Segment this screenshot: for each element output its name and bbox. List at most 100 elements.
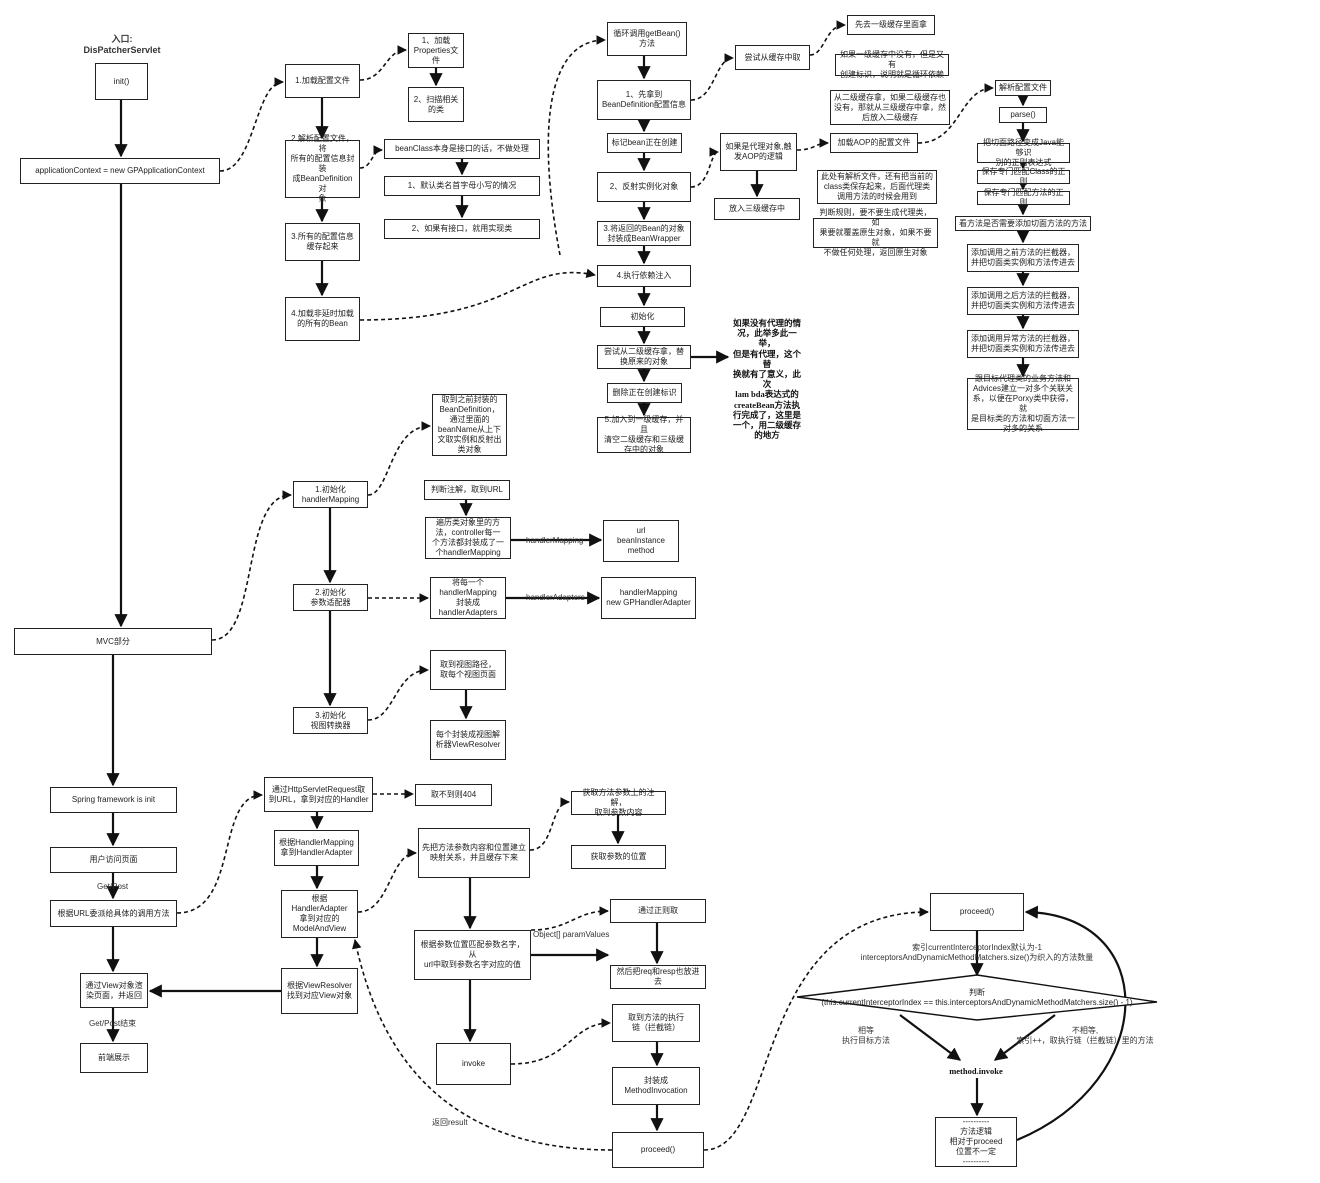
node-get-param-pos: 获取参数的位置 bbox=[571, 845, 666, 869]
node-wrap-vr: 每个封装成视图解 析器ViewResolver bbox=[430, 720, 506, 760]
solid-connector bbox=[899, 1014, 962, 1061]
not-equal-branch-label: 不相等, 索引++，取执行链（拦截链）里的方法 bbox=[1016, 1026, 1154, 1045]
param-values-label: Object[] paramValues bbox=[533, 930, 610, 939]
dashed-connector bbox=[917, 83, 994, 144]
node-beanclass: beanClass本身是接口的话，不做处理 bbox=[384, 139, 540, 159]
node-default-name: 1、默认类名首字母小写的情况 bbox=[384, 176, 540, 196]
node-save-method: 保存专门匹配方法的正则 bbox=[977, 188, 1070, 207]
node-get-view: 根据ViewResolver 找到对应View对象 bbox=[281, 968, 358, 1014]
node-loop-getbean: 循环调用getBean() 方法 bbox=[607, 22, 687, 56]
node-after-int: 添加调用之后方法的拦截器， 并把切面类实例和方法传进去 bbox=[967, 287, 1079, 315]
node-dispatch-url: 根据URL委派给具体的调用方法 bbox=[50, 900, 177, 927]
node-mark-creating: 标记bean正在创建 bbox=[607, 133, 682, 153]
node-appctx: applicationContext = new GPApplicationCo… bbox=[20, 158, 220, 184]
node-load-props: 1、加载 Properties文 件 bbox=[408, 33, 464, 68]
dashed-connector bbox=[703, 907, 929, 1151]
node-iter-methods: 遍历类对象里的方 法，controller每一 个方法都封装成了一 个handl… bbox=[425, 517, 511, 559]
node-load-aop: 加载AOP的配置文件 bbox=[830, 133, 918, 153]
node-user-visit: 用户访问页面 bbox=[50, 847, 177, 873]
node-second-cache: 从二级缓存拿，如果二级缓存也 没有，那就从三级缓存中拿，然 后放入二级缓存 bbox=[830, 90, 950, 125]
node-ha-box: handlerMapping new GPHandlerAdapter bbox=[601, 577, 696, 619]
node-iface-name: 2、如果有接口，就用实现类 bbox=[384, 219, 540, 239]
dashed-connector bbox=[690, 53, 734, 101]
node-try-second: 尝试从二级缓存拿，替 换原来的对象 bbox=[597, 345, 691, 369]
node-put-first: 5.加入到一级缓存，并且 清空二级缓存和三级缓 存中的对象 bbox=[597, 415, 691, 454]
get-post-end-label: Get/Post结束 bbox=[89, 1019, 137, 1028]
dashed-connector bbox=[547, 35, 606, 256]
node-no-first: 如果一级缓存中没有，但是又有 创建标识，说明就是循环依赖 bbox=[835, 50, 949, 79]
dashed-connector bbox=[211, 490, 292, 641]
node-put-req: 然后把req和resp也放进去 bbox=[610, 965, 706, 989]
dashed-connector bbox=[352, 939, 613, 1151]
node-url-box: url beanInstance method bbox=[603, 520, 679, 562]
interceptor-index-note: 索引currentInterceptorIndex默认为-1 intercept… bbox=[860, 943, 1094, 962]
equal-branch-label: 相等 执行目标方法 bbox=[842, 1026, 890, 1045]
node-get-view-path: 取到视图路径， 取每个视图页面 bbox=[430, 650, 506, 690]
dashed-connector bbox=[367, 421, 431, 496]
node-reflect-inst: 2、反射实例化对象 bbox=[597, 172, 691, 202]
dashed-connector bbox=[690, 147, 719, 188]
node-init-ha: 2.初始化 参数适配器 bbox=[293, 584, 368, 611]
node-init-vr: 3.初始化 视图转换器 bbox=[293, 707, 368, 734]
handler-mapping-arrow-label: handlerMapping bbox=[526, 536, 584, 545]
node-regex-get: 通过正则取 bbox=[610, 899, 706, 923]
node-proceed-b: proceed() bbox=[930, 893, 1024, 931]
dashed-connector bbox=[367, 665, 429, 721]
node-cache-cfg: 3.所有的配置信息 缓存起来 bbox=[285, 223, 360, 261]
dashed-connector bbox=[529, 797, 570, 851]
node-put-third: 放入三级缓存中 bbox=[714, 198, 800, 220]
node-load-cfg: 1.加载配置文件 bbox=[285, 64, 360, 98]
node-mvc: MVC部分 bbox=[14, 628, 212, 655]
node-init-hm: 1.初始化 handlerMapping bbox=[293, 481, 368, 508]
node-init: init() bbox=[95, 63, 148, 100]
proxy-note: 如果没有代理的情 况，此举多此一举， 但是有代理，这个替 换就有了意义，此次 l… bbox=[732, 318, 801, 441]
node-invoke: invoke bbox=[436, 1043, 511, 1085]
node-wrap-ha: 将每一个 handlerMapping 封装成 handlerAdapters bbox=[430, 577, 506, 619]
node-del-creating: 删除正在创建标识 bbox=[607, 383, 682, 403]
node-parse-fn: parse() bbox=[999, 107, 1047, 123]
node-throw-int: 添加调用异常方法的拦截器， 并把切面类实例和方法传进去 bbox=[967, 330, 1079, 358]
node-get-adapter: 根据HandlerMapping 拿到HandlerAdapter bbox=[274, 830, 359, 866]
node-try-cache: 尝试从缓存中取 bbox=[735, 45, 810, 70]
dashed-connector bbox=[359, 145, 383, 169]
method-invoke-label: method.invoke bbox=[949, 1066, 1003, 1076]
dashed-connector bbox=[809, 20, 846, 56]
node-proceed-a: proceed() bbox=[612, 1132, 704, 1168]
node-proxy-aop: 如果是代理对象,触 发AOP的逻辑 bbox=[720, 133, 797, 171]
node-get-mav: 根据 HandlerAdapter 拿到对应的 ModelAndView bbox=[281, 890, 358, 938]
entry-title: 入口: DisPatcherServlet bbox=[83, 34, 161, 55]
node-logic: ---------- 方法逻辑 相对于proceed 位置不一定 -------… bbox=[935, 1117, 1017, 1167]
node-get-chain: 取到方法的执行 链（拦截链） bbox=[612, 1004, 700, 1042]
node-not-found: 取不到则404 bbox=[415, 784, 492, 806]
node-first-cache: 先去一级缓存里面拿 bbox=[847, 15, 935, 35]
node-get-bd: 1、先拿到 BeanDefinition配置信息 bbox=[597, 80, 691, 120]
judge-condition: 判断 (this.currentInterceptorIndex == this… bbox=[821, 988, 1133, 1007]
node-load-lazy: 4.加载非延时加载 的所有的Bean bbox=[285, 297, 360, 341]
node-parse-cfg: 2.解析配置文件，将 所有的配置信息封装 成BeanDefinition对 象 bbox=[285, 134, 360, 203]
node-parse-aop: 此处有解析文件，还有把当前的 class类保存起来，后面代理类 调用方法的时候会… bbox=[817, 170, 937, 204]
dashed-connector bbox=[357, 848, 417, 913]
node-di: 4.执行依赖注入 bbox=[597, 265, 691, 287]
node-scan-pkg: 2、扫描相关 的类 bbox=[408, 87, 464, 122]
dashed-connector bbox=[510, 1018, 611, 1065]
node-save-class: 保存专门匹配Class的正则 bbox=[977, 167, 1070, 186]
dashed-connector bbox=[796, 138, 829, 151]
node-before-int: 添加调用之前方法的拦截器， 并把切面类实例和方法传进去 bbox=[967, 244, 1079, 272]
dashed-connector bbox=[176, 790, 263, 914]
node-get-param-anno: 获取方法参数上的注解， 取到参数内容 bbox=[571, 788, 666, 817]
return-result-label: 返回result bbox=[432, 1118, 468, 1127]
dashed-connector bbox=[219, 77, 284, 172]
node-spring-init: Spring framework is init bbox=[50, 787, 177, 813]
dashed-connector bbox=[359, 268, 596, 321]
node-advices: 跟目标代理类的业务方法和 Advices建立一对多个关联关 系，以便在Porxy… bbox=[967, 374, 1079, 433]
node-get-handler: 通过HttpServletRequest取 到URL，拿到对应的Handler bbox=[264, 777, 373, 812]
node-view-render: 通过View对象渲 染页面，并返回 bbox=[80, 973, 148, 1008]
node-judge-anno: 判断注解，取到URL bbox=[424, 480, 510, 500]
node-match-param: 根据参数位置匹配参数名字，从 url中取到参数名字对应的值 bbox=[414, 930, 531, 980]
dashed-connector bbox=[530, 906, 609, 931]
node-build-param: 先把方法参数内容和位置建立 映射关系，并且缓存下来 bbox=[418, 828, 530, 878]
node-regex-conv: 把切面路径变成Java能够识 别的正则表达式 bbox=[977, 138, 1070, 167]
node-parse-file: 解析配置文件 bbox=[995, 80, 1051, 96]
node-wrap-mi: 封装成 MethodInvocation bbox=[612, 1067, 700, 1105]
